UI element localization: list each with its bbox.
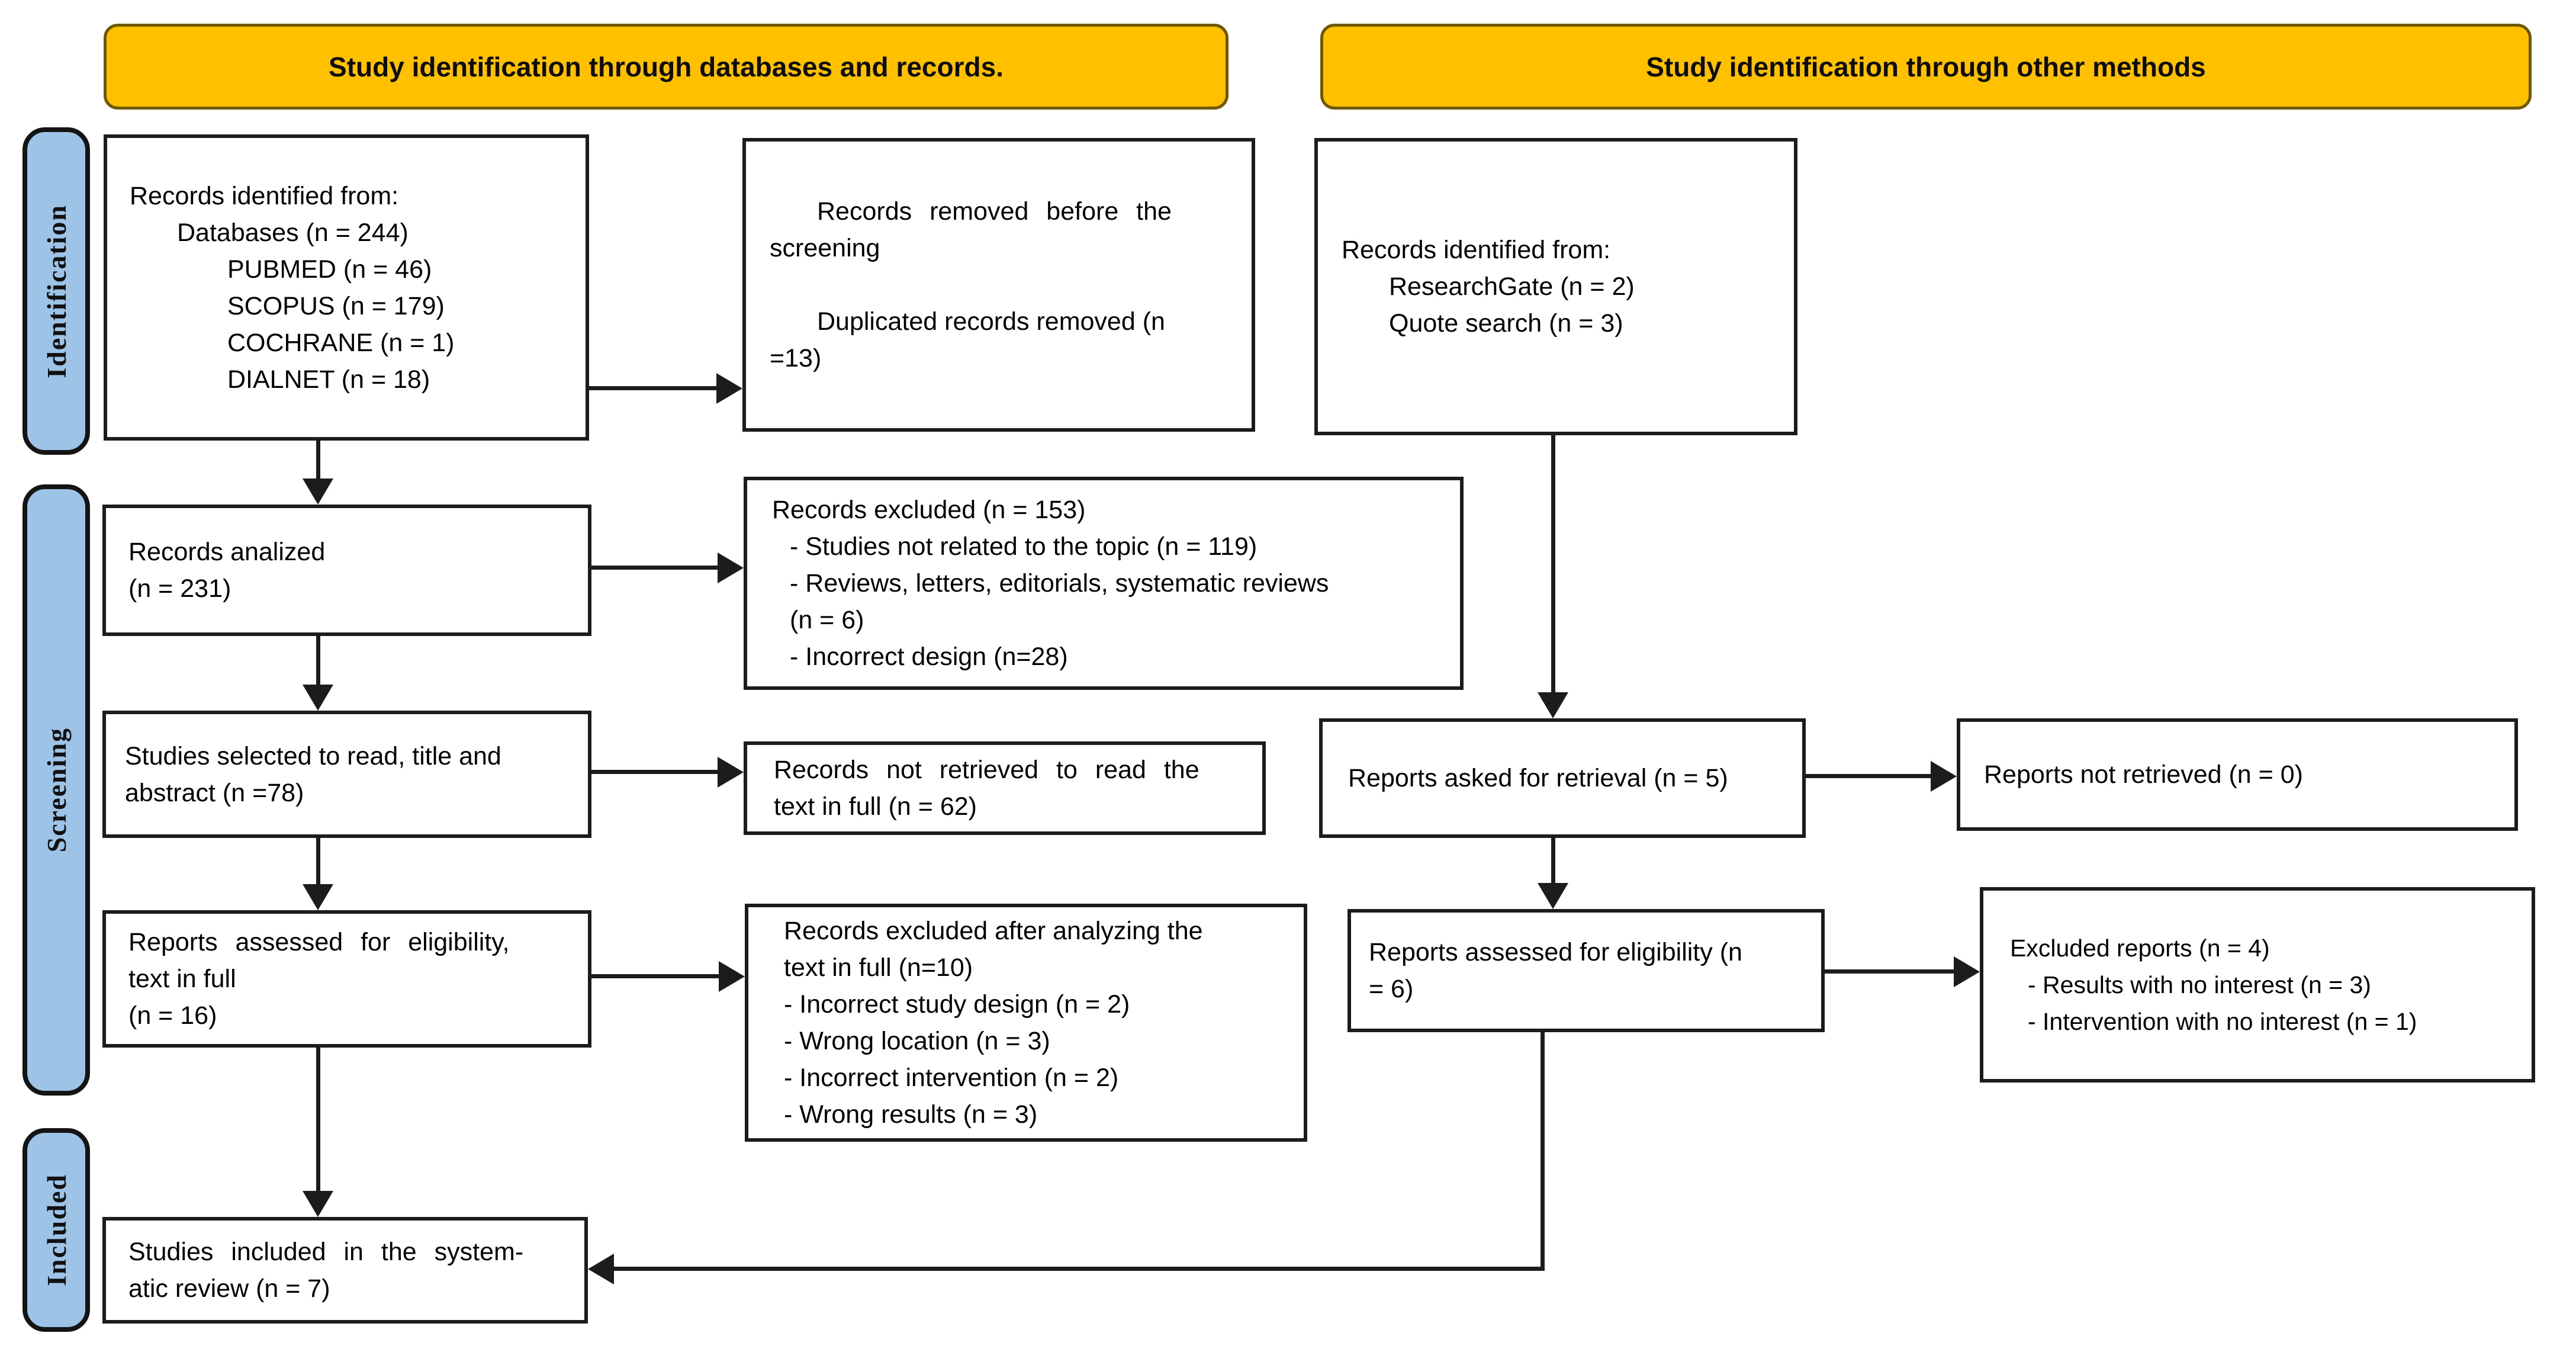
box-line: - Incorrect intervention (n = 2) [784, 1064, 1119, 1092]
stage-label-included: Included [22, 1128, 90, 1332]
box-reports-assessed-right: Reports assessed for eligibility (n = 6) [1348, 909, 1825, 1032]
box-records-identified-databases: Records identified from: Databases (n = … [104, 134, 589, 441]
arrowhead-down-icon [303, 1191, 333, 1217]
arrow-assessedright-down-segment [1541, 1032, 1545, 1271]
box-line: text in full (n=10) [784, 953, 973, 982]
box-line: Studies included in the system- [128, 1238, 524, 1266]
box-line: Records excluded (n = 153) [772, 496, 1086, 524]
box-line: - Incorrect design (n=28) [790, 643, 1068, 671]
box-line: = 6) [1369, 975, 1414, 1003]
box-records-analized: Records analized (n = 231) [102, 505, 591, 636]
box-line: Studies selected to read, title and [125, 741, 501, 770]
box-studies-included: Studies included in the system- atic rev… [102, 1217, 588, 1324]
box-line: Records analized [128, 538, 326, 566]
box-line: (n = 6) [790, 606, 864, 634]
stage-label-identification: Identification [22, 127, 90, 455]
box-records-identified-other: Records identified from: ResearchGate (n… [1314, 138, 1797, 435]
box-line: PUBMED (n = 46) [227, 255, 432, 284]
arrowhead-down-icon [303, 478, 333, 505]
arrowhead-down-icon [303, 685, 333, 711]
box-line: - Studies not related to the topic (n = … [790, 532, 1258, 561]
box-line: - Incorrect study design (n = 2) [784, 990, 1130, 1019]
box-line: Records excluded after analyzing the [784, 917, 1203, 945]
stage-label-text: Screening [41, 727, 72, 853]
stage-label-text: Identification [41, 204, 72, 378]
arrow-analized-to-selected [316, 636, 320, 686]
box-studies-selected: Studies selected to read, title and abst… [102, 711, 591, 838]
box-line: Records identified from: [1342, 236, 1611, 264]
box-line: Reports asked for retrieval (n = 5) [1348, 764, 1728, 792]
arrowhead-down-icon [1538, 883, 1568, 909]
arrowhead-left-icon [588, 1254, 614, 1284]
banner-label: Study identification through databases a… [329, 51, 1004, 82]
arrow-analized-to-excluded [591, 566, 719, 570]
arrowhead-down-icon [1538, 692, 1568, 718]
box-line: Records removed before the [817, 197, 1172, 226]
box-excluded-reports: Excluded reports (n = 4) - Results with … [1980, 887, 2535, 1083]
arrow-identified-to-removed [589, 386, 718, 390]
arrowhead-right-icon [1931, 761, 1957, 792]
box-reports-asked-retrieval: Reports asked for retrieval (n = 5) [1319, 718, 1806, 838]
arrow-asked-to-notretrieved [1806, 774, 1932, 778]
box-line: Quote search (n = 3) [1389, 309, 1623, 338]
box-line: abstract (n =78) [125, 778, 304, 807]
arrowhead-right-icon [1954, 956, 1980, 987]
arrow-selected-to-assessed [316, 838, 320, 885]
arrowhead-right-icon [718, 553, 744, 583]
arrow-assessed-to-excludedfulltext [591, 974, 720, 978]
arrow-identifiedother-to-asked [1551, 435, 1555, 693]
box-line: (n = 16) [128, 1001, 217, 1030]
banner-databases-records: Study identification through databases a… [104, 24, 1228, 110]
arrowhead-down-icon [303, 884, 333, 910]
box-reports-assessed-left: Reports assessed for eligibility, text i… [102, 910, 591, 1048]
arrowhead-right-icon [716, 373, 742, 404]
banner-label: Study identification through other metho… [1646, 51, 2206, 82]
box-line: =13) [770, 344, 822, 372]
box-line: SCOPUS (n = 179) [227, 291, 445, 320]
box-line: Duplicated records removed (n [817, 307, 1165, 336]
box-line: Reports assessed for eligibility, [128, 928, 510, 956]
box-line: Records identified from: [130, 181, 399, 210]
box-line: - Wrong location (n = 3) [784, 1027, 1050, 1055]
arrowhead-right-icon [719, 961, 745, 992]
banner-other-methods: Study identification through other metho… [1320, 24, 2532, 110]
stage-label-text: Included [41, 1174, 72, 1286]
box-line: (n = 231) [128, 574, 231, 603]
box-line: text in full [128, 965, 236, 993]
box-line: ResearchGate (n = 2) [1389, 272, 1635, 301]
box-line: Records not retrieved to read the [774, 756, 1199, 784]
box-line: DIALNET (n = 18) [227, 365, 430, 394]
box-records-not-retrieved: Records not retrieved to read the text i… [744, 741, 1266, 835]
box-line: - Results with no interest (n = 3) [2028, 971, 2371, 998]
arrow-assessedright-to-excludedreports [1825, 969, 1955, 974]
arrow-selected-to-notretrieved [591, 770, 719, 774]
box-line: COCHRANE (n = 1) [227, 328, 455, 357]
arrow-identified-to-analized [316, 441, 320, 480]
box-reports-not-retrieved: Reports not retrieved (n = 0) [1957, 718, 2518, 831]
arrow-assessedright-to-included [613, 1267, 1545, 1271]
box-line: atic review (n = 7) [128, 1274, 330, 1303]
stage-label-screening: Screening [22, 484, 90, 1096]
box-line: - Intervention with no interest (n = 1) [2028, 1008, 2417, 1035]
box-records-removed-before-screening: Records removed before the screening Dup… [742, 138, 1255, 432]
box-line: - Reviews, letters, editorials, systemat… [790, 569, 1329, 598]
box-records-excluded-fulltext: Records excluded after analyzing the tex… [745, 904, 1307, 1142]
box-line: Databases (n = 244) [177, 218, 409, 247]
box-line: Excluded reports (n = 4) [2010, 934, 2270, 962]
arrowhead-right-icon [718, 757, 744, 788]
arrow-asked-to-assessedright [1551, 838, 1555, 884]
arrow-assessed-to-included [316, 1048, 320, 1193]
box-line: screening [770, 234, 880, 262]
box-line: Reports not retrieved (n = 0) [1984, 760, 2303, 789]
box-line [770, 266, 1242, 303]
box-line: - Wrong results (n = 3) [784, 1100, 1038, 1129]
box-line: text in full (n = 62) [774, 792, 977, 821]
box-records-excluded: Records excluded (n = 153) - Studies not… [744, 477, 1464, 690]
box-line: Reports assessed for eligibility (n [1369, 938, 1742, 966]
